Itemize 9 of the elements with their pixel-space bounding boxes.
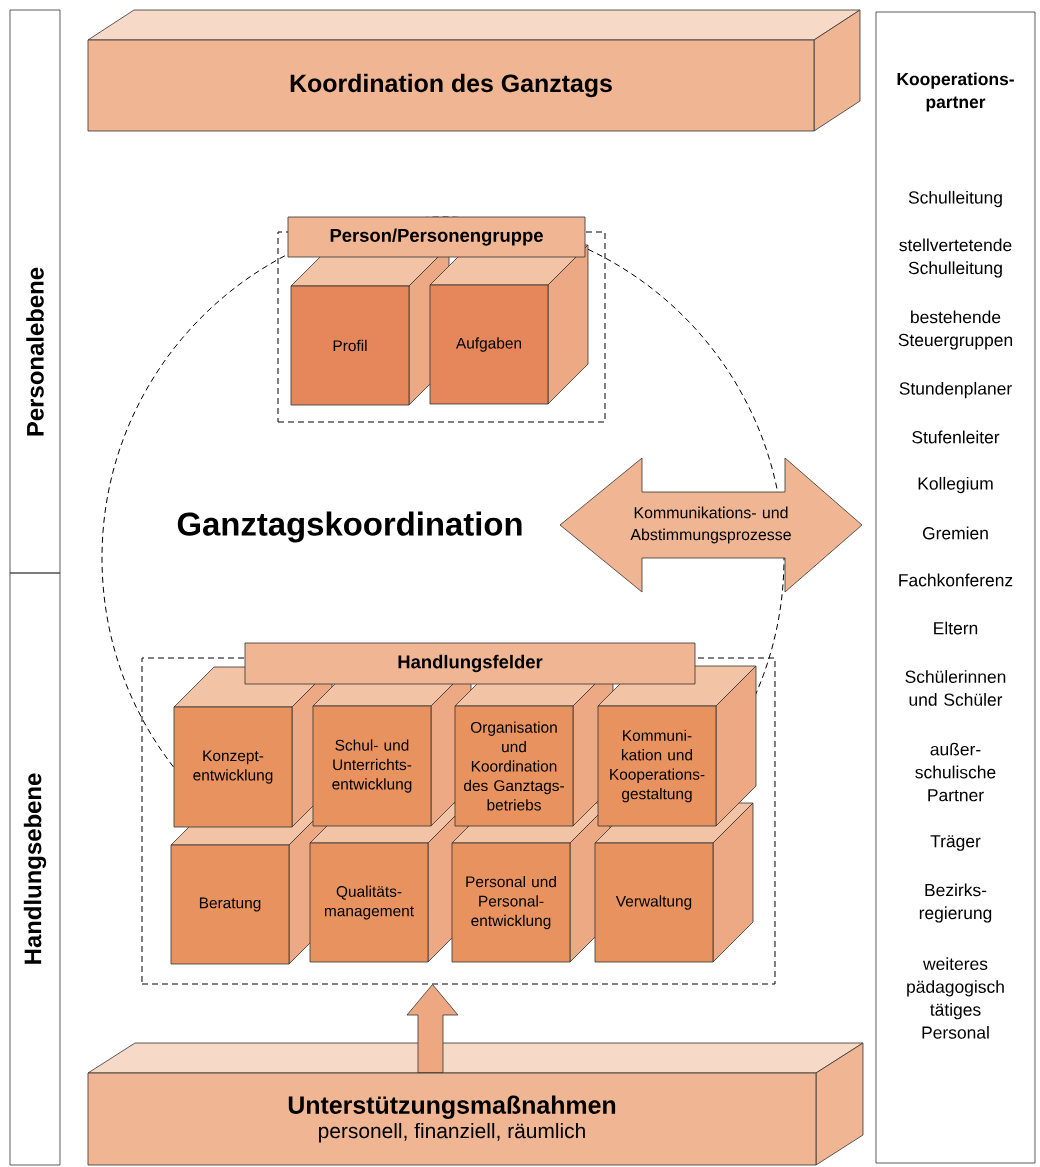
bar-block: Koordination des Ganztags — [87, 9, 861, 132]
header-bar: Handlungsfelder — [244, 642, 696, 685]
header-bar: Person/Personengruppe — [287, 216, 586, 258]
side-band: Handlungsebene — [9, 572, 61, 1166]
block-arrow — [406, 984, 459, 1073]
bar-block: Unterstützungsmaßnahmen personell, finanziell, räumlich — [87, 1042, 864, 1166]
side-band: Personalebene — [9, 9, 61, 574]
cube: Kommuni- kation und Kooperations- gestaltung — [597, 665, 757, 827]
partner-panel: Kooperations- partner Schulleitung stellvertetende Schulleitung bestehende Steuergruppen Stundenplaner Stufenleiter Kollegium Gremien Fachkonferenz Eltern Schülerinnen und Schüler außer- schulische Partner Träger Bezirks- regierung weiteres pädagogisch tätiges Personal — [875, 11, 1036, 1164]
